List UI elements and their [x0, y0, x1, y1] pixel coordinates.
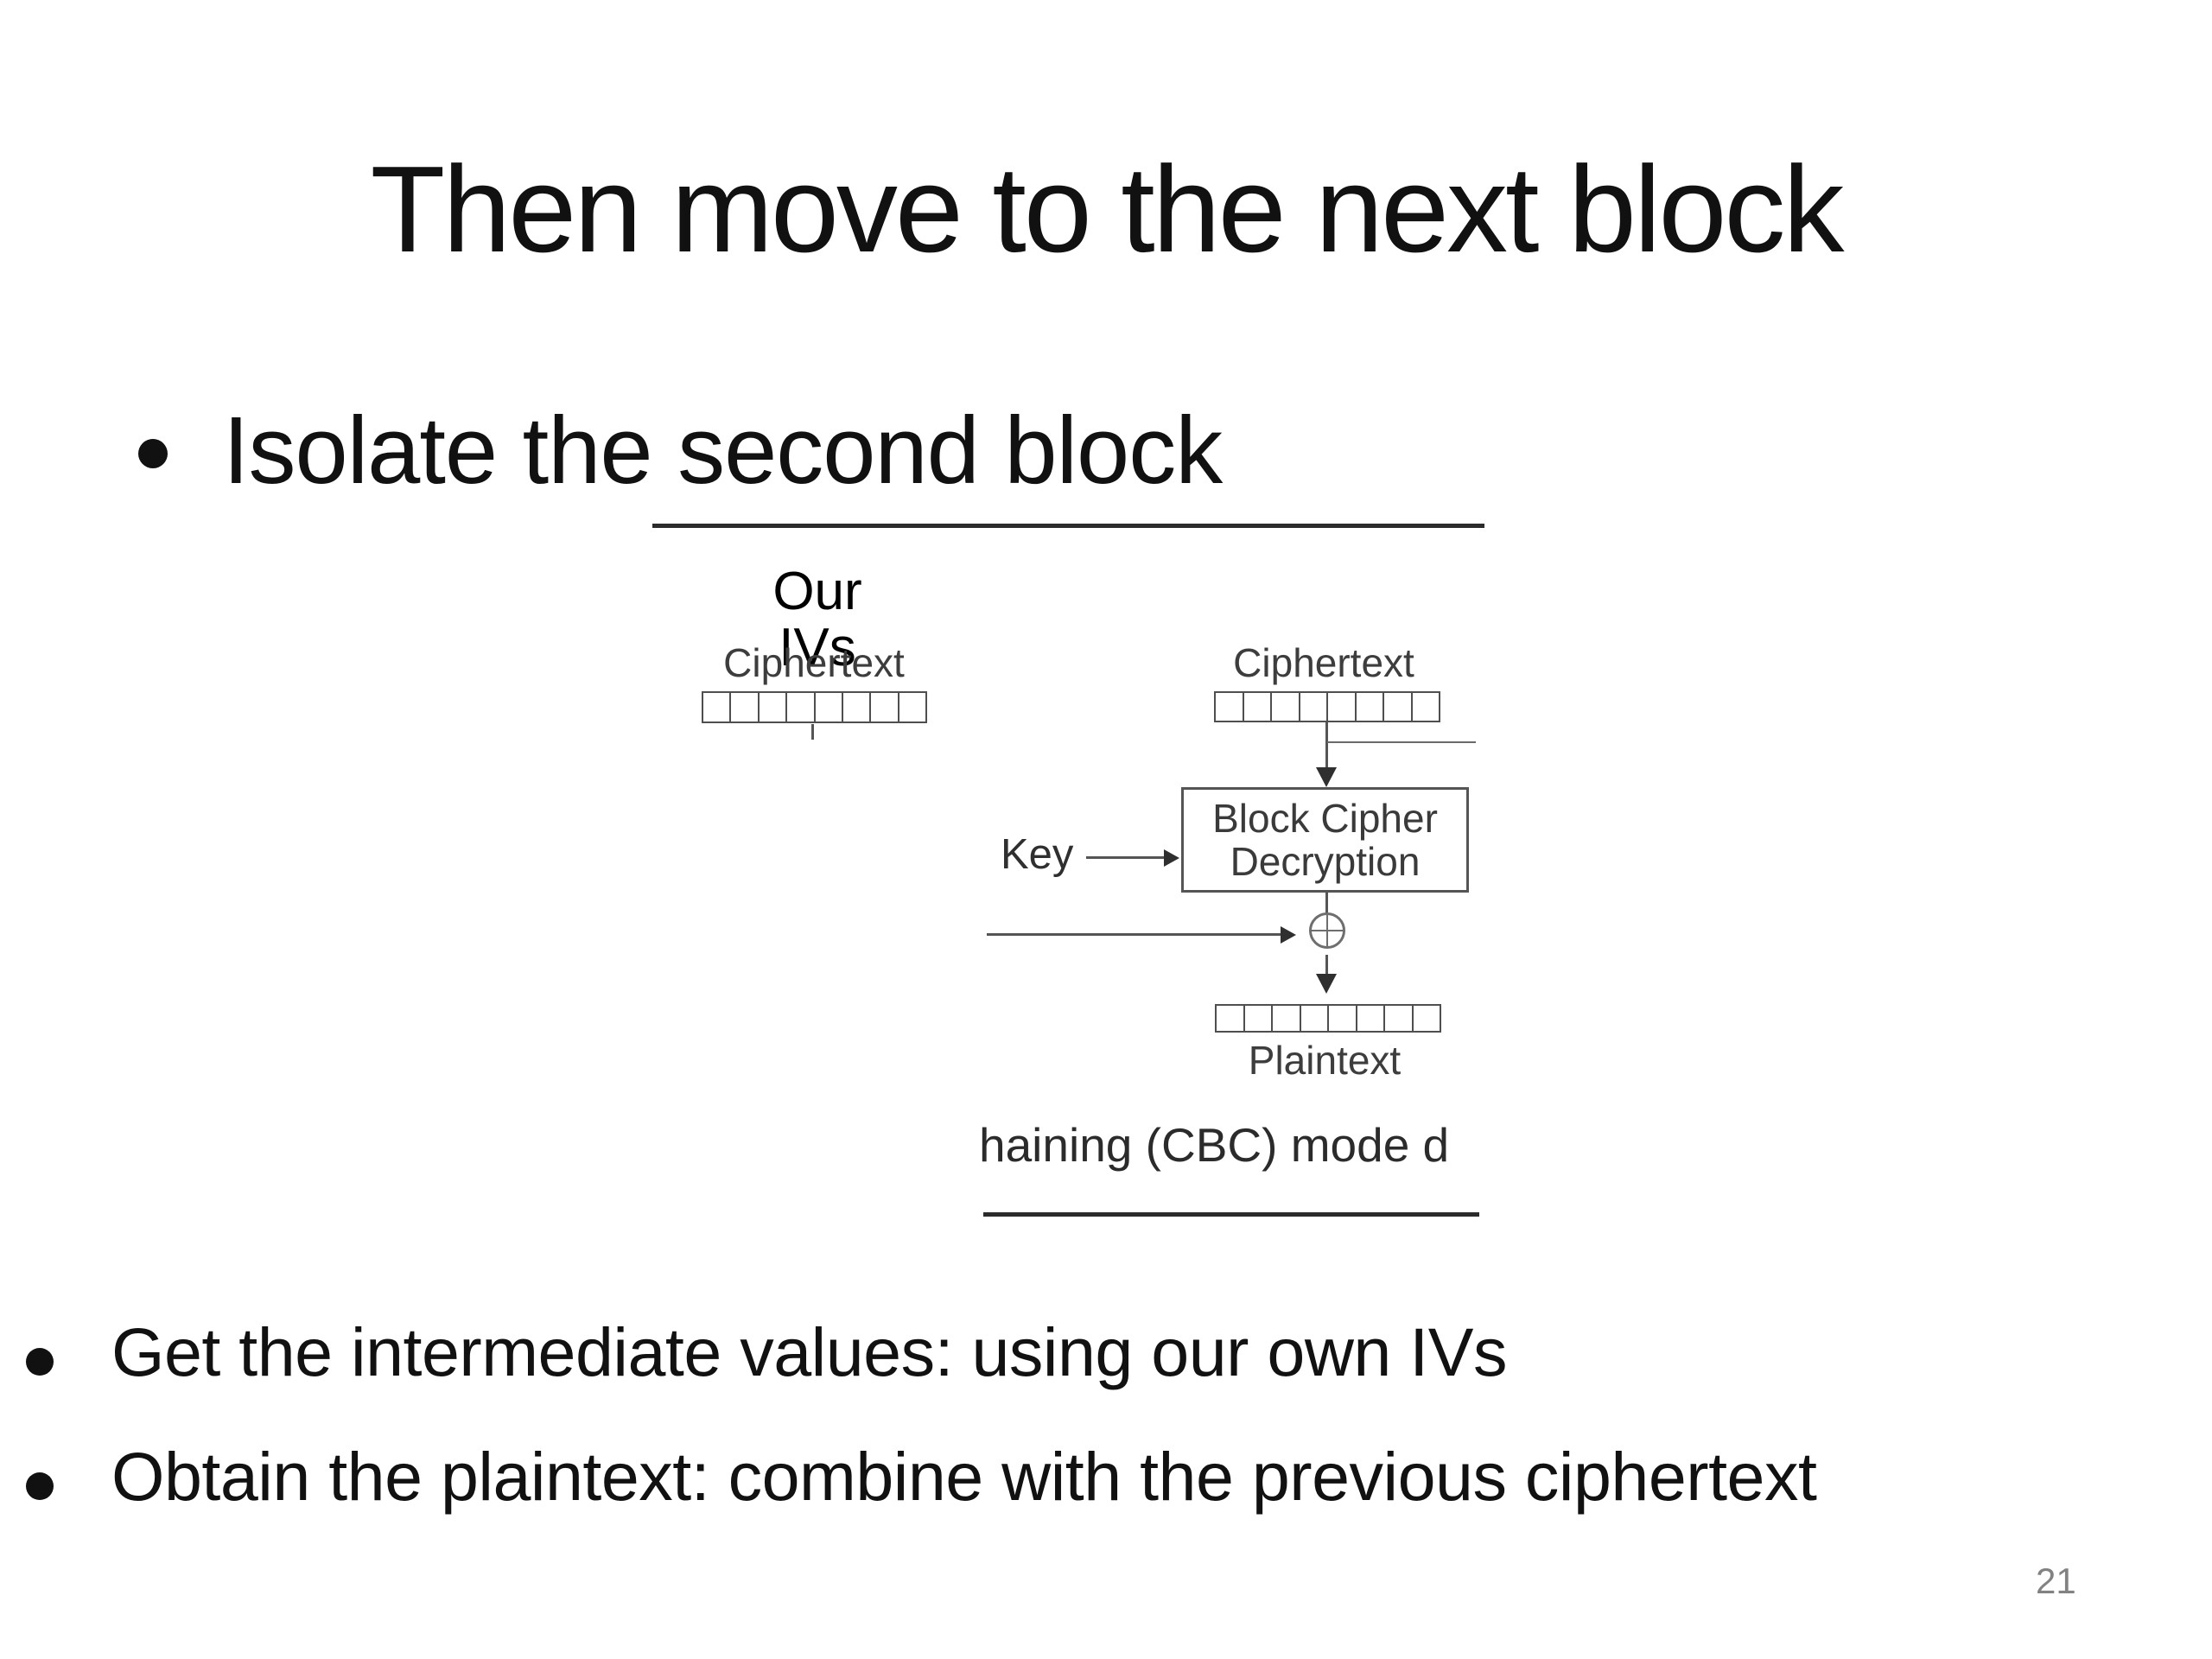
block-cell	[785, 693, 813, 721]
block-cell	[1382, 693, 1411, 721]
figure-top-rule	[652, 524, 1484, 528]
bullet-get-text: Get the intermediate values: using our o…	[111, 1313, 1507, 1390]
box-label-line1: Block Cipher	[1212, 796, 1438, 841]
key-arrowhead	[1164, 849, 1179, 867]
block-cell	[1270, 693, 1299, 721]
block-cell	[813, 693, 842, 721]
figure-caption-clipped: haining (CBC) mode d	[979, 1118, 1450, 1172]
block-cell	[1326, 693, 1355, 721]
block-cell	[1271, 1006, 1300, 1031]
block-cell	[1354, 693, 1383, 721]
block-cell	[841, 693, 869, 721]
box-label-line2: Decryption	[1230, 839, 1421, 884]
page-number: 21	[2036, 1560, 2076, 1601]
block-cell	[1383, 1006, 1412, 1031]
right-ciphertext-block	[1214, 691, 1440, 722]
ciphertext-to-box-line	[1325, 722, 1328, 770]
block-cell	[1243, 1006, 1272, 1031]
xor-icon	[1309, 912, 1345, 949]
bullet-dot	[26, 1472, 54, 1500]
plaintext-block	[1215, 1004, 1441, 1033]
bullet-get-intermediate: Get the intermediate values: using our o…	[26, 1313, 1507, 1390]
block-cell	[703, 693, 729, 721]
xor-vertical-stroke	[1326, 915, 1328, 946]
left-ciphertext-label: Ciphertext	[723, 640, 905, 685]
left-ciphertext-block	[702, 691, 927, 723]
box-to-xor-line	[1325, 893, 1328, 917]
slide-title: Then move to the next block	[370, 141, 1845, 278]
xor-to-plaintext-line	[1325, 955, 1328, 974]
arrowhead-into-box	[1316, 767, 1337, 787]
block-cell	[1327, 1006, 1356, 1031]
bullet-isolate-second-block: Isolate the second block	[138, 397, 1223, 504]
bullet-dot	[26, 1348, 54, 1376]
block-cell	[1217, 1006, 1243, 1031]
block-cell	[1299, 1006, 1328, 1031]
bullet-dot	[138, 439, 168, 468]
block-cell	[1355, 1006, 1384, 1031]
block-cell	[1410, 693, 1440, 721]
right-ciphertext-label: Ciphertext	[1233, 640, 1414, 685]
plaintext-label: Plaintext	[1248, 1038, 1402, 1083]
previous-ciphertext-arrowhead	[1281, 926, 1296, 944]
key-label: Key	[1001, 831, 1074, 878]
key-arrow-line	[1086, 856, 1164, 859]
block-cell	[869, 693, 897, 721]
bullet-isolate-text: Isolate the second block	[223, 397, 1223, 504]
block-cell	[1411, 1006, 1440, 1031]
arrowhead-into-plaintext	[1316, 974, 1337, 994]
block-cipher-decryption-box: Block Cipher Decryption	[1181, 787, 1469, 893]
block-cell	[1242, 693, 1271, 721]
bullet-obtain-plaintext: Obtain the plaintext: combine with the p…	[26, 1438, 1817, 1515]
block-cell	[1298, 693, 1327, 721]
block-cell	[897, 693, 925, 721]
bullet-obtain-text: Obtain the plaintext: combine with the p…	[111, 1438, 1817, 1515]
previous-ciphertext-arrow-line	[987, 933, 1281, 936]
cbc-decryption-diagram: Ciphertext Ciphertext Block Cipher Decry…	[605, 514, 1493, 1250]
block-cell	[1216, 693, 1243, 721]
block-cell	[729, 693, 757, 721]
our-ivs-annotation: Our IVs	[772, 562, 862, 678]
left-block-clipped-arrow-stub	[811, 724, 814, 740]
block-cell	[757, 693, 785, 721]
figure-bottom-rule	[983, 1212, 1479, 1217]
ciphertext-branch-line	[1327, 741, 1476, 743]
